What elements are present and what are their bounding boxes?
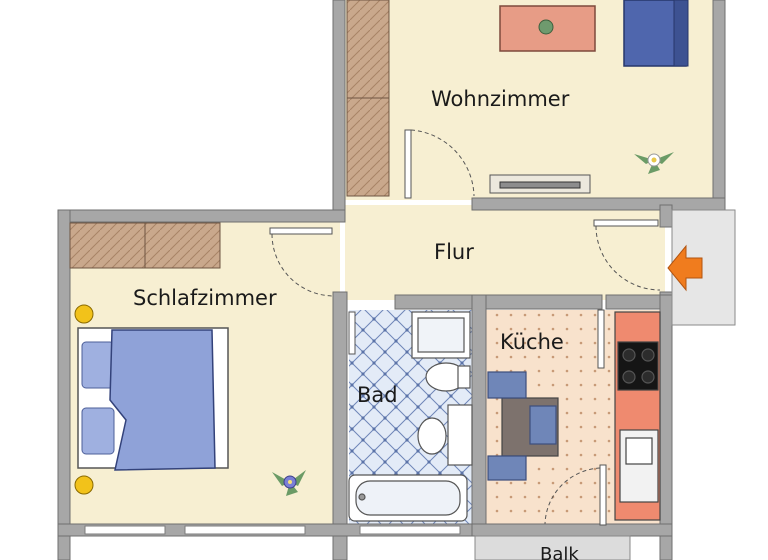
stove-burner-2	[641, 348, 655, 362]
wall-bad-kueche	[471, 294, 487, 526]
kueche-fixtures	[487, 311, 661, 521]
wall-kueche-right	[659, 294, 673, 560]
wall-wohnzimmer-bottom-right	[471, 197, 726, 211]
balkon-rail	[474, 535, 631, 560]
sink-counter	[447, 404, 473, 466]
window-schlaf-1	[84, 525, 166, 535]
door-entry-leaf	[593, 219, 659, 227]
windows	[84, 525, 461, 535]
kitchen-sink-basin	[625, 437, 653, 465]
door-kueche-leaf	[597, 309, 605, 369]
door-schlaf-leaf	[269, 227, 333, 235]
room-label-bad: Bad	[357, 383, 398, 407]
pillow-1	[81, 341, 115, 389]
stove	[617, 341, 659, 391]
wall-flur-right-top	[659, 204, 673, 228]
plant-icon-schlaf	[272, 470, 306, 496]
plant-icon	[634, 152, 674, 174]
door-wohnzimmer-swing	[410, 129, 475, 197]
chair-2	[529, 405, 557, 445]
schlafzimmer-furniture	[69, 222, 306, 496]
room-label-balkon: Balk	[540, 544, 579, 560]
wohnzimmer-furniture	[346, 0, 689, 197]
door-wohnzimmer-leaf	[404, 129, 412, 199]
room-label-schlafzimmer: Schlafzimmer	[133, 286, 277, 310]
wall-bad-top	[394, 294, 603, 310]
wall-wohnzimmer-left	[332, 0, 346, 213]
bathtub-drain	[358, 493, 366, 501]
wall-bottom-kitchen	[471, 523, 673, 537]
bathtub-inner	[355, 480, 461, 516]
coffee-table	[499, 5, 596, 52]
room-label-kueche: Küche	[500, 330, 564, 354]
door-bad-leaf	[348, 311, 356, 355]
wall-schlaf-top	[57, 209, 346, 223]
flur-floor	[345, 205, 665, 300]
wall-wohnzimmer-right	[712, 0, 726, 213]
stove-burner-4	[641, 370, 655, 384]
window-schlaf-2	[184, 525, 306, 535]
door-schlaf-swing	[271, 233, 335, 297]
table-plant-icon	[538, 19, 554, 35]
bed-cover	[109, 329, 216, 471]
chair-3	[487, 455, 527, 481]
stove-burner-1	[622, 348, 636, 362]
toilet-tank	[457, 365, 471, 389]
doors	[269, 129, 661, 526]
bad-fixtures	[348, 311, 473, 522]
room-label-wohnzimmer: Wohnzimmer	[431, 87, 570, 111]
sofa-arm	[673, 0, 689, 67]
lamp-icon	[74, 304, 94, 495]
tv	[499, 181, 581, 189]
balkon	[474, 535, 631, 560]
room-label-flur: Flur	[434, 240, 474, 264]
entry-arrow-icon	[667, 244, 703, 292]
door-balkon-swing	[544, 467, 601, 525]
sink	[417, 417, 447, 455]
chair-1	[487, 371, 527, 399]
door-entry-swing	[595, 225, 661, 291]
window-bad	[359, 525, 461, 535]
pillow-2	[81, 407, 115, 455]
walls	[57, 0, 726, 560]
wall-schlaf-left	[57, 209, 71, 560]
stove-burner-3	[622, 370, 636, 384]
door-balkon-leaf	[599, 464, 607, 526]
wall-schlaf-bad	[332, 291, 348, 560]
shower-inner	[417, 317, 465, 353]
